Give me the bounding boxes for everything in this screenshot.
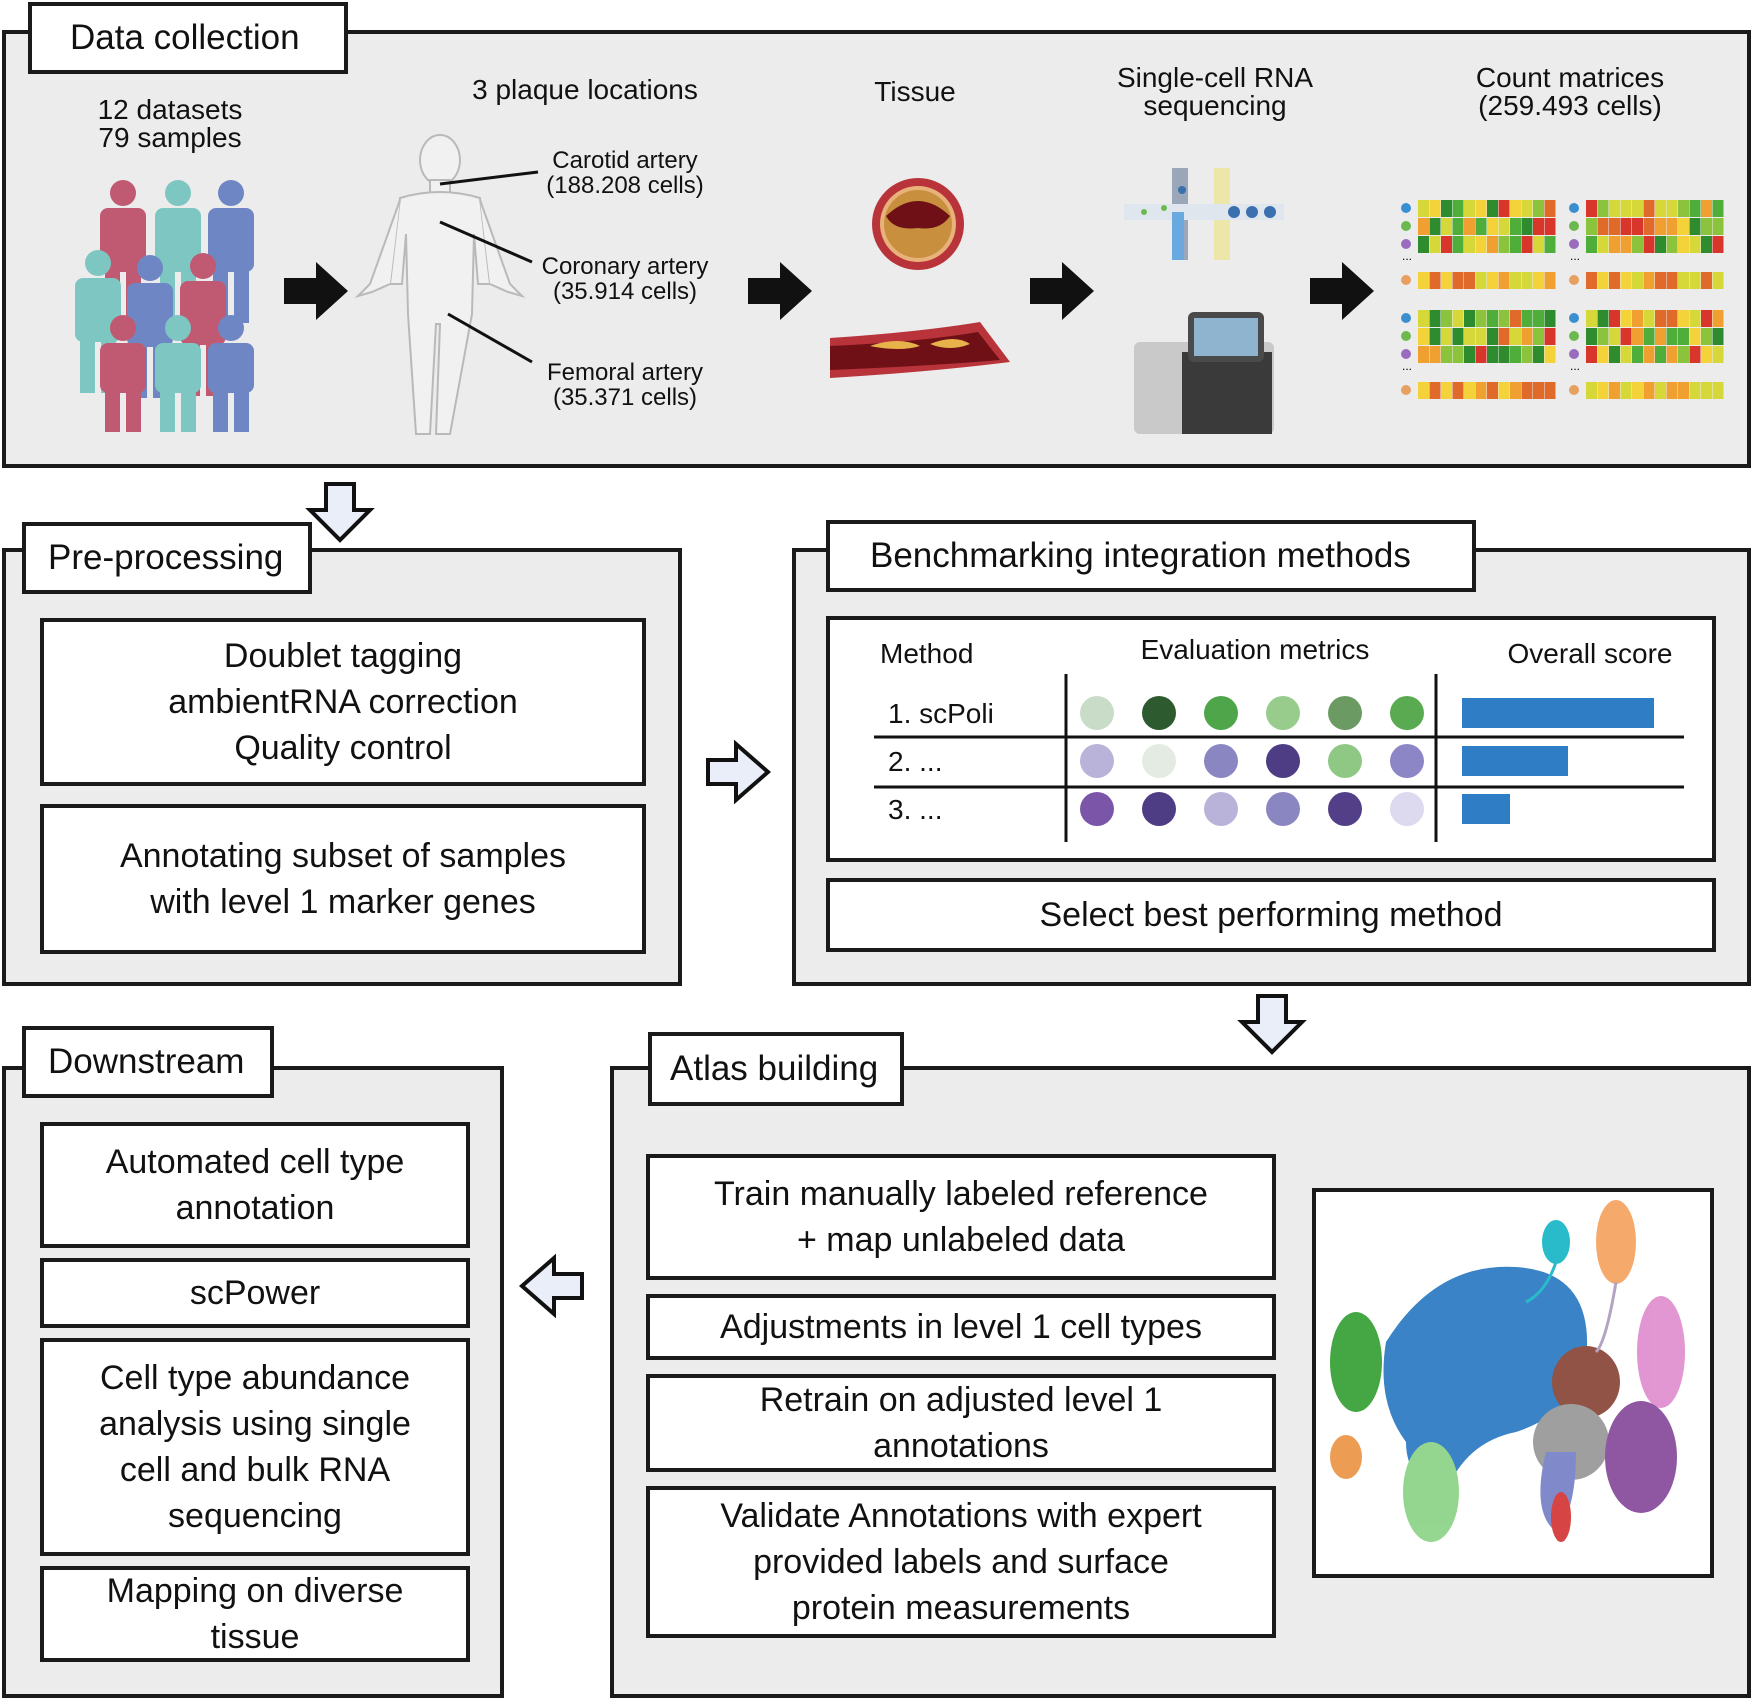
svg-text:...: ... (1570, 249, 1580, 263)
mapping-tissue-box: Mapping on diverse tissue (40, 1566, 470, 1662)
metric-dot (1204, 696, 1238, 730)
metric-dot (1204, 744, 1238, 778)
method-label: 3. ... (888, 794, 943, 825)
arrow-right-icon (748, 262, 812, 320)
arrow-down-outline-icon (1237, 994, 1307, 1055)
pointer-lines (439, 170, 539, 364)
carotid-label: Carotid artery (188.208 cells) (546, 147, 704, 199)
column-header-score: Overall score (1507, 638, 1673, 669)
column-header-method: Method (880, 638, 974, 669)
adjust-level1-box: Adjustments in level 1 cell types (646, 1294, 1276, 1360)
method-label: 1. scPoli (888, 698, 994, 729)
people-icon (75, 180, 254, 432)
plaque-locations-label: 3 plaque locations (472, 74, 698, 105)
human-body-icon (354, 134, 526, 435)
metric-dot (1266, 696, 1300, 730)
tissue-label: Tissue (874, 76, 956, 107)
scpower-box: scPower (40, 1258, 470, 1328)
table-grid-lines (874, 674, 1684, 842)
datasets-label: 12 datasets 79 samples (97, 94, 243, 153)
preprocessing-title: Pre-processing (22, 522, 312, 594)
arrow-right-outline-icon (706, 739, 772, 805)
svg-text:...: ... (1402, 249, 1412, 263)
svg-text:...: ... (1402, 359, 1412, 373)
metric-dot (1080, 696, 1114, 730)
overall-score-bar (1462, 794, 1510, 824)
method-label: 2. ... (888, 746, 943, 777)
overall-score-bar (1462, 698, 1654, 728)
svg-text:...: ... (1570, 359, 1580, 373)
artery-plaque-icon (830, 322, 1010, 378)
metric-dot (1328, 696, 1362, 730)
coronary-label: Coronary artery (35.914 cells) (541, 253, 709, 305)
microfluidics-icon (1124, 168, 1284, 260)
retrain-box: Retrain on adjusted level 1 annotations (646, 1374, 1276, 1472)
sequencing-label: Single-cell RNA sequencing (1116, 62, 1314, 121)
metric-dot (1328, 792, 1362, 826)
heatmap-icon: ............ (1401, 200, 1724, 399)
metric-dot (1142, 744, 1176, 778)
arrow-right-icon (1030, 262, 1094, 320)
abundance-analysis-box: Cell type abundance analysis using singl… (40, 1338, 470, 1556)
sequencer-icon (1134, 312, 1274, 434)
metric-dot (1080, 744, 1114, 778)
arrow-down-outline-icon (305, 482, 375, 543)
artery-cross-section-icon (872, 178, 964, 270)
atlas-title: Atlas building (648, 1032, 904, 1106)
metric-dot (1142, 792, 1176, 826)
femoral-label: Femoral artery (35.371 cells) (546, 359, 704, 411)
metric-dot (1328, 744, 1362, 778)
metric-dot (1390, 792, 1424, 826)
metric-dot (1390, 744, 1424, 778)
validate-annotations-box: Validate Annotations with expert provide… (646, 1486, 1276, 1638)
select-best-method-box: Select best performing method (826, 878, 1716, 952)
metric-dot (1204, 792, 1238, 826)
count-matrices-label: Count matrices (259.493 cells) (1475, 62, 1665, 121)
automated-annotation-box: Automated cell type annotation (40, 1122, 470, 1248)
metric-dot (1142, 696, 1176, 730)
overall-score-bar (1462, 746, 1568, 776)
arrow-right-icon (1310, 262, 1374, 320)
downstream-title: Downstream (22, 1026, 274, 1098)
metric-dot (1266, 744, 1300, 778)
arrow-left-outline-icon (518, 1253, 584, 1319)
metric-dot (1390, 696, 1424, 730)
column-header-metrics: Evaluation metrics (1140, 634, 1370, 665)
metric-dot (1080, 792, 1114, 826)
data-collection-title: Data collection (28, 2, 348, 74)
train-reference-box: Train manually labeled reference + map u… (646, 1154, 1276, 1280)
preprocessing-annotation-box: Annotating subset of samples with level … (40, 804, 646, 954)
metric-dot (1266, 792, 1300, 826)
benchmarking-title: Benchmarking integration methods (826, 520, 1476, 592)
arrow-right-icon (284, 262, 348, 320)
preprocessing-qc-box: Doublet tagging ambientRNA correction Qu… (40, 618, 646, 786)
umap-plot-icon (1330, 1200, 1685, 1542)
